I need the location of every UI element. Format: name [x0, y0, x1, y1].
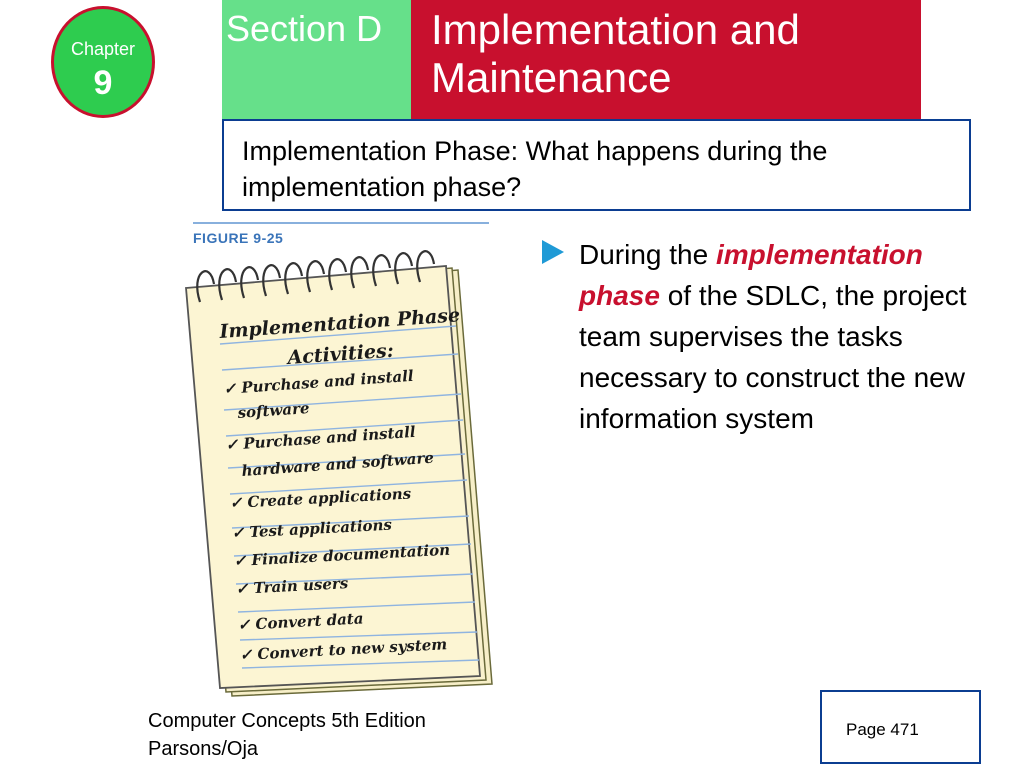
notepad-item-6: Train users: [253, 574, 349, 597]
footer-book-title: Computer Concepts 5th Edition: [148, 710, 426, 732]
bullet-text-before: During the: [579, 239, 716, 270]
section-box: Section D: [222, 0, 411, 121]
check-icon: ✓: [233, 551, 247, 570]
chapter-badge: Chapter 9: [51, 6, 155, 118]
bullet-text: During the implementation phase of the S…: [579, 234, 999, 439]
figure-divider: [193, 222, 489, 224]
page-reference-box: Page 471: [820, 690, 981, 764]
subtitle-box: Implementation Phase: What happens durin…: [222, 119, 971, 211]
svg-text:✓ Train users: ✓ Train users: [235, 574, 349, 598]
chapter-label: Chapter: [70, 39, 136, 59]
check-icon: ✓: [223, 379, 237, 398]
footer-authors: Parsons/Oja: [148, 738, 259, 760]
check-icon: ✓: [237, 615, 251, 634]
notepad-illustration: Implementation Phase Activities: ✓ Purch…: [185, 250, 493, 697]
check-icon: ✓: [239, 645, 253, 664]
title-box: Implementation and Maintenance: [411, 0, 921, 121]
bullet-text-after: of the SDLC, the project team supervises…: [579, 280, 967, 434]
bullet-emphasis: implementation phase: [579, 239, 923, 311]
section-label: Section D: [226, 8, 383, 49]
notepad-item-1-cont: software: [237, 399, 310, 422]
figure-label: FIGURE 9-25: [193, 230, 284, 246]
check-icon: ✓: [235, 579, 249, 598]
check-icon: ✓: [231, 523, 245, 542]
footer-credit: Computer Concepts 5th Edition Parsons/Oj…: [148, 707, 426, 763]
chapter-number: 9: [93, 64, 113, 102]
notepad-item-7: Convert data: [255, 609, 364, 633]
svg-text:✓ Convert data: ✓ Convert data: [237, 609, 364, 634]
slide-title: Implementation and Maintenance: [431, 6, 800, 101]
subtitle-text: Implementation Phase: What happens durin…: [242, 136, 828, 202]
bullet-arrow-icon: [542, 240, 564, 264]
check-icon: ✓: [229, 493, 243, 512]
page-reference: Page 471: [846, 720, 919, 739]
check-icon: ✓: [225, 435, 239, 454]
